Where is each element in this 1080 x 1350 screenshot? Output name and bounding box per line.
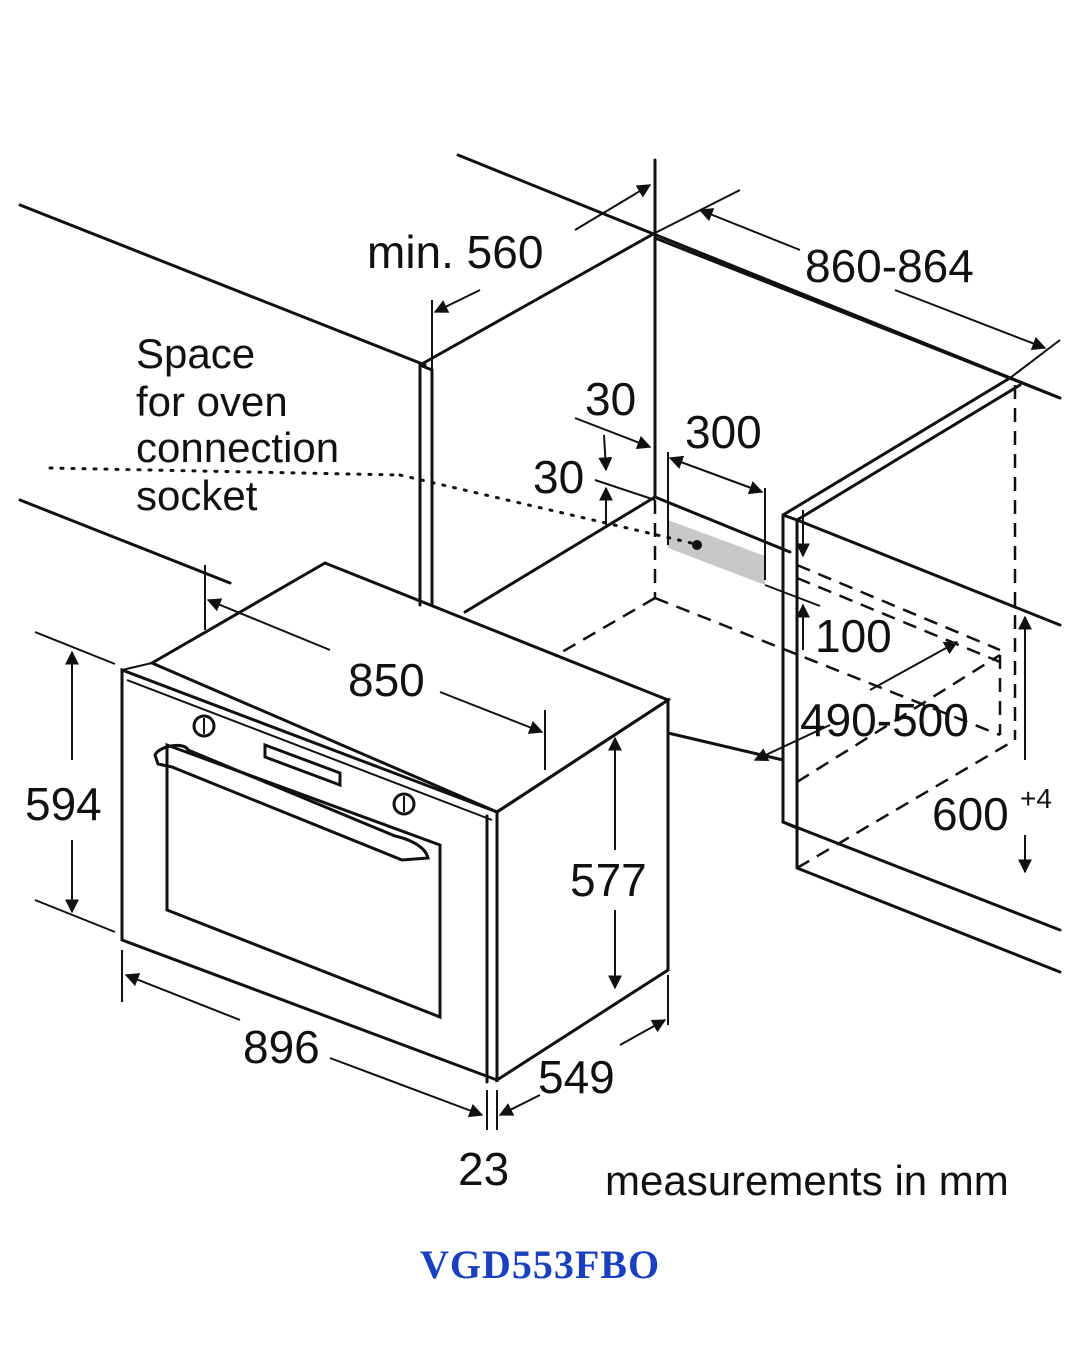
dim-socket-offset-side: 30 <box>585 373 636 425</box>
dim-socket-offset-top: 30 <box>533 451 584 503</box>
dim-socket-height: 100 <box>815 610 892 662</box>
socket-note-line2: for oven <box>136 378 288 425</box>
units-note: measurements in mm <box>605 1157 1009 1204</box>
dim-oven-height-front: 594 <box>25 778 102 830</box>
dim-oven-width-front: 896 <box>243 1021 320 1073</box>
socket-note-line3: connection <box>136 424 339 471</box>
dim-oven-height-body: 577 <box>570 854 647 906</box>
dim-front-thickness: 23 <box>458 1143 509 1195</box>
dim-cutout-width: 860-864 <box>805 240 974 292</box>
oven-drawing <box>120 561 672 1084</box>
dim-cutout-height-tolerance: +4 <box>1020 783 1052 814</box>
dim-cutout-depth: 490-500 <box>800 694 969 746</box>
dim-min-depth: min. 560 <box>367 226 543 278</box>
dim-cutout-height: 600 <box>932 788 1009 840</box>
socket-note-line4: socket <box>136 472 258 519</box>
dimension-lines <box>34 160 1061 1130</box>
socket-note-line1: Space <box>136 330 255 377</box>
dim-oven-depth: 549 <box>538 1051 615 1103</box>
model-name: VGD553FBO <box>420 1242 660 1287</box>
dim-oven-width-body: 850 <box>348 654 425 706</box>
socket-area <box>48 466 765 585</box>
cabinet-niche <box>18 153 1062 974</box>
dim-socket-width: 300 <box>685 406 762 458</box>
